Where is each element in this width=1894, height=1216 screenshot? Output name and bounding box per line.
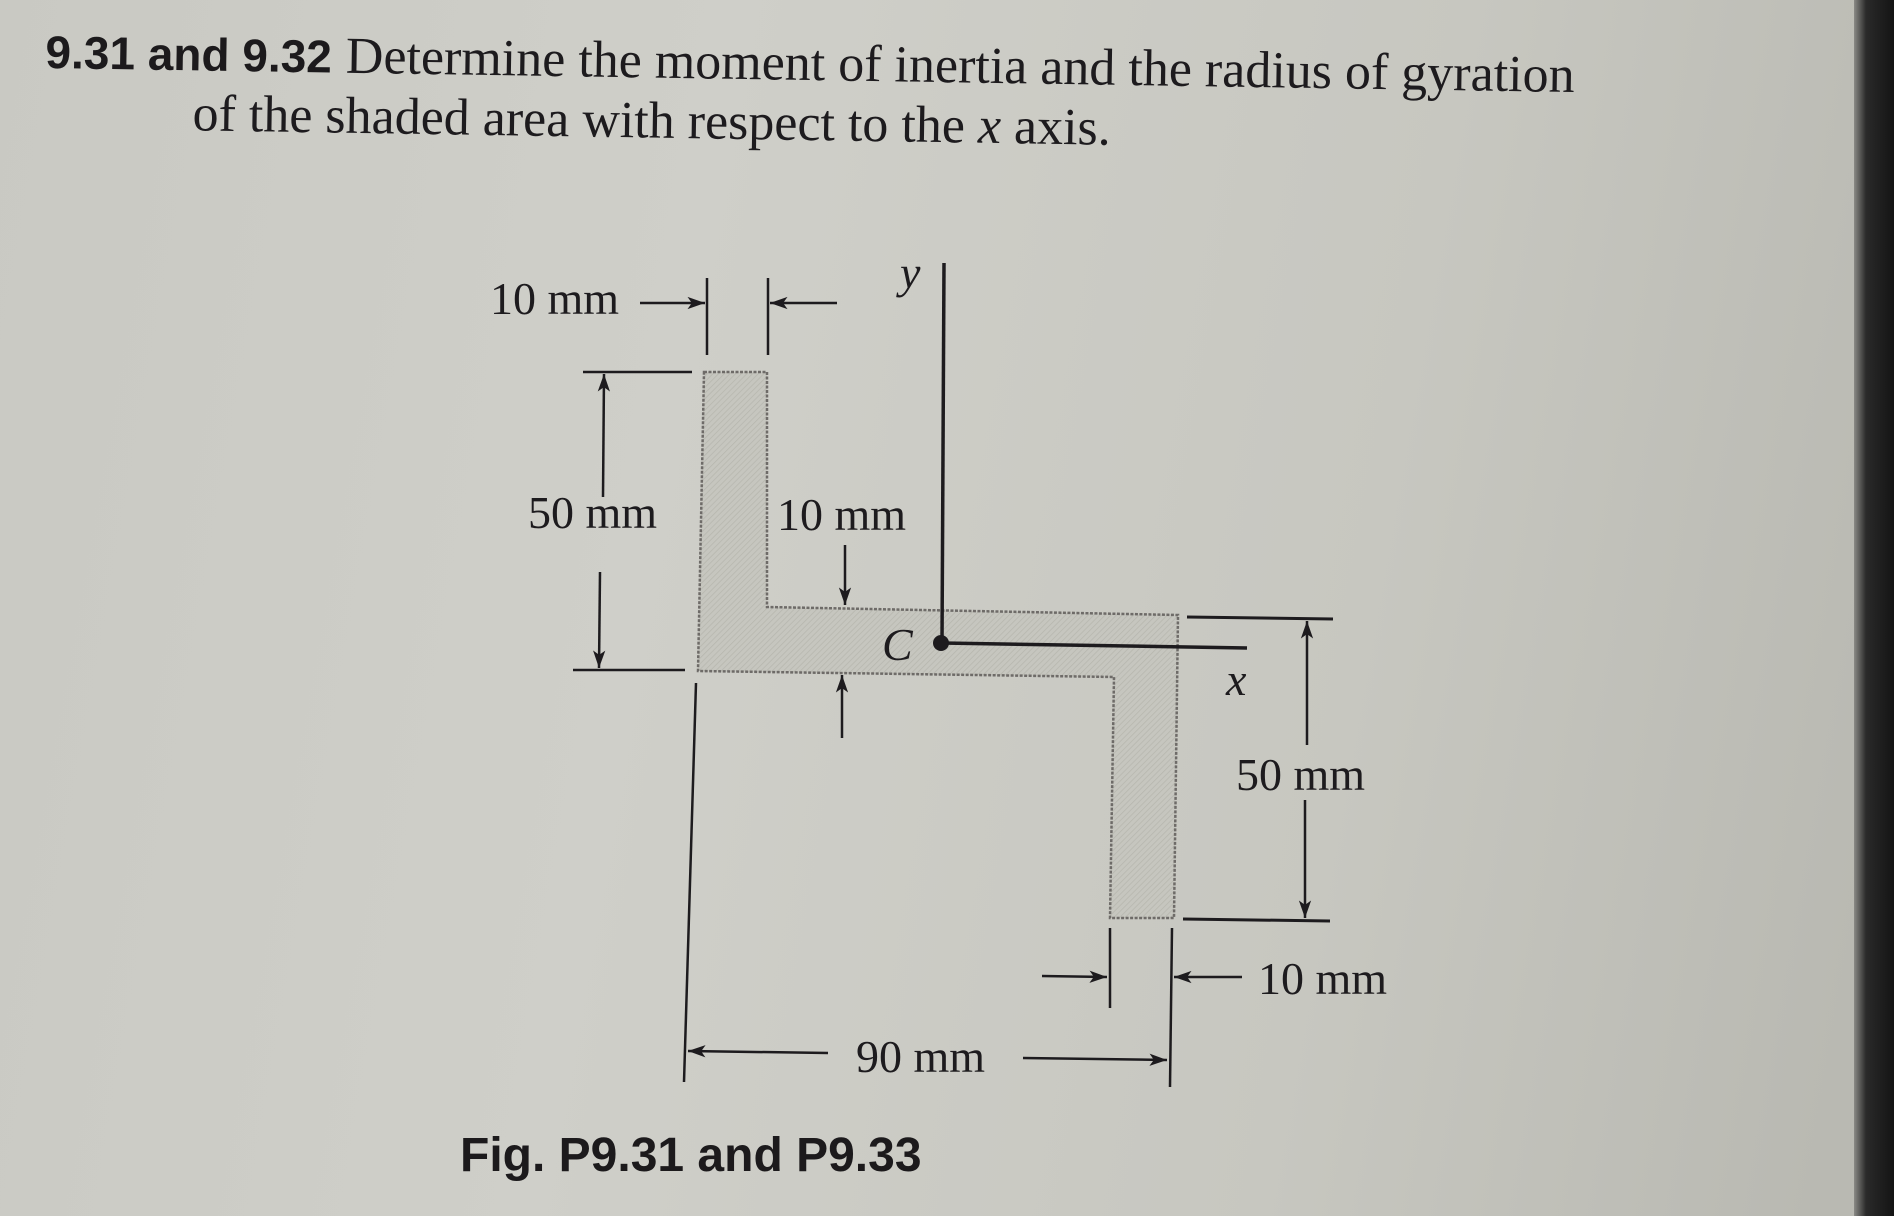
y-axis-label: y — [896, 247, 921, 298]
dim-left-height: 50 mm — [528, 487, 657, 538]
bottom-ext-line-right — [1168, 927, 1174, 1088]
dim-web-thickness: 10 mm — [777, 489, 906, 540]
dim-overall-width: 90 mm — [856, 1031, 985, 1082]
x-axis-line — [941, 641, 1248, 650]
dim-top-width: 10 mm — [490, 273, 619, 324]
overall-dim-arrow-left — [687, 1045, 829, 1058]
overall-dim-arrow-right — [1022, 1053, 1168, 1066]
centroid-label: C — [882, 619, 914, 670]
x-axis-label: x — [1225, 654, 1247, 705]
left-dim-arrow-up — [597, 373, 610, 498]
y-axis-line — [940, 262, 946, 644]
page-edge-shadow — [1854, 0, 1894, 1216]
left-dim-arrow-down — [593, 571, 606, 669]
right-ext-line-top — [1186, 615, 1334, 621]
overall-ext-line-left — [682, 682, 698, 1083]
dim-right-height: 50 mm — [1236, 749, 1365, 800]
bottom-dim-arrow-left — [1041, 970, 1108, 983]
centroid-point — [933, 635, 949, 651]
right-ext-line-bottom — [1182, 917, 1331, 923]
dim-bottom-width: 10 mm — [1258, 953, 1387, 1004]
figure-caption: Fig. P9.31 and P9.33 — [460, 1129, 922, 1182]
